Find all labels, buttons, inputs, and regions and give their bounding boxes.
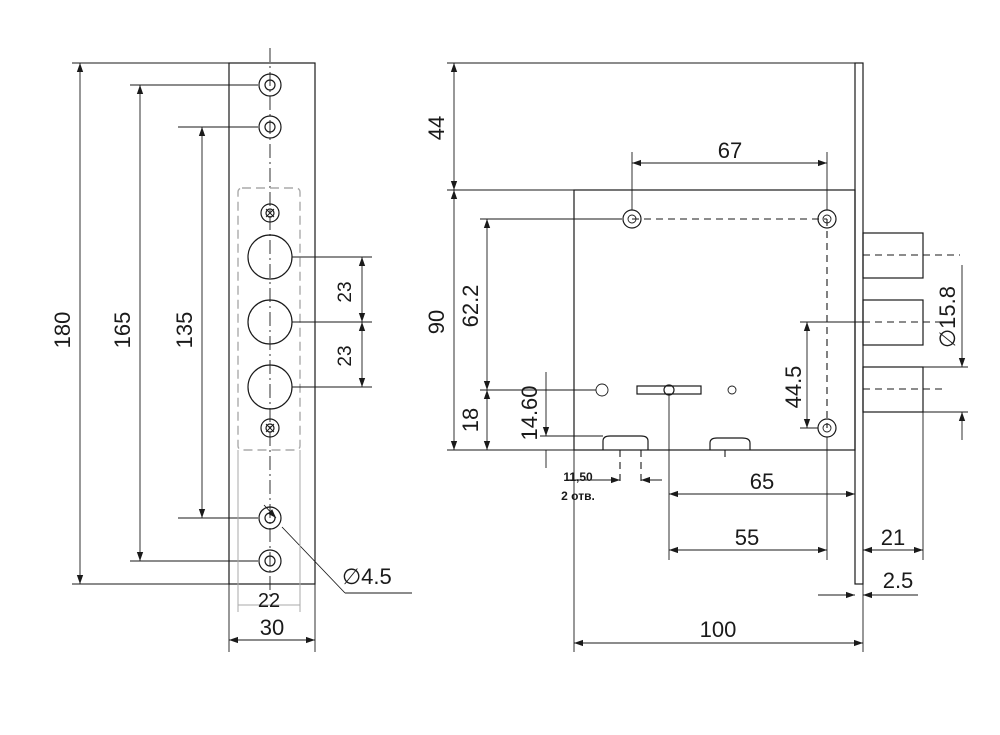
label-44: 44 xyxy=(424,116,449,140)
label-65: 65 xyxy=(750,469,774,494)
faceplate-view: 180 165 135 23 23 ∅4.5 22 30 xyxy=(50,48,412,652)
lock-front-plate xyxy=(854,62,864,585)
bottom-mount-tab xyxy=(602,435,649,450)
label-2-holes: 2 отв. xyxy=(561,489,595,503)
label-21: 21 xyxy=(881,525,905,550)
lock-case-outline xyxy=(573,189,856,451)
lock-bolt xyxy=(862,299,945,346)
faceplate-screw-hole xyxy=(258,73,282,97)
label-2-5: 2.5 xyxy=(883,568,914,593)
case-small-hole xyxy=(595,383,609,397)
faceplate-inner-outline xyxy=(237,187,301,451)
faceplate-cross-screw xyxy=(260,418,280,438)
label-11-50: 11,50 xyxy=(563,470,593,484)
faceplate-outline xyxy=(228,62,316,585)
label-23-top: 23 xyxy=(335,281,356,302)
label-hole-diameter: ∅4.5 xyxy=(342,564,392,589)
bottom-mount-tab xyxy=(709,437,751,450)
label-22: 22 xyxy=(258,590,280,612)
lock-body-view: 44 90 62.2 18 14.60 11,50 2 отв. 67 44.5… xyxy=(424,62,968,652)
faceplate-screw-hole xyxy=(258,549,282,573)
lock-bolt xyxy=(862,366,945,413)
label-135: 135 xyxy=(172,312,197,349)
label-90: 90 xyxy=(424,310,449,334)
case-small-hole xyxy=(727,385,737,395)
label-67: 67 xyxy=(718,138,742,163)
lock-bolt xyxy=(862,232,960,279)
faceplate-screw-hole xyxy=(258,115,282,139)
label-18: 18 xyxy=(458,408,483,432)
label-14-60: 14.60 xyxy=(517,385,542,440)
label-55: 55 xyxy=(735,525,759,550)
label-165: 165 xyxy=(110,312,135,349)
label-23-bottom: 23 xyxy=(335,345,356,366)
label-100: 100 xyxy=(700,617,737,642)
label-44-5: 44.5 xyxy=(781,366,806,409)
label-62-2: 62.2 xyxy=(458,285,483,328)
faceplate-cross-screw xyxy=(260,203,280,223)
keyhole-slot xyxy=(636,384,702,396)
label-bolt-diameter: ∅15.8 xyxy=(935,286,960,348)
label-30: 30 xyxy=(260,615,284,640)
label-180: 180 xyxy=(50,312,75,349)
